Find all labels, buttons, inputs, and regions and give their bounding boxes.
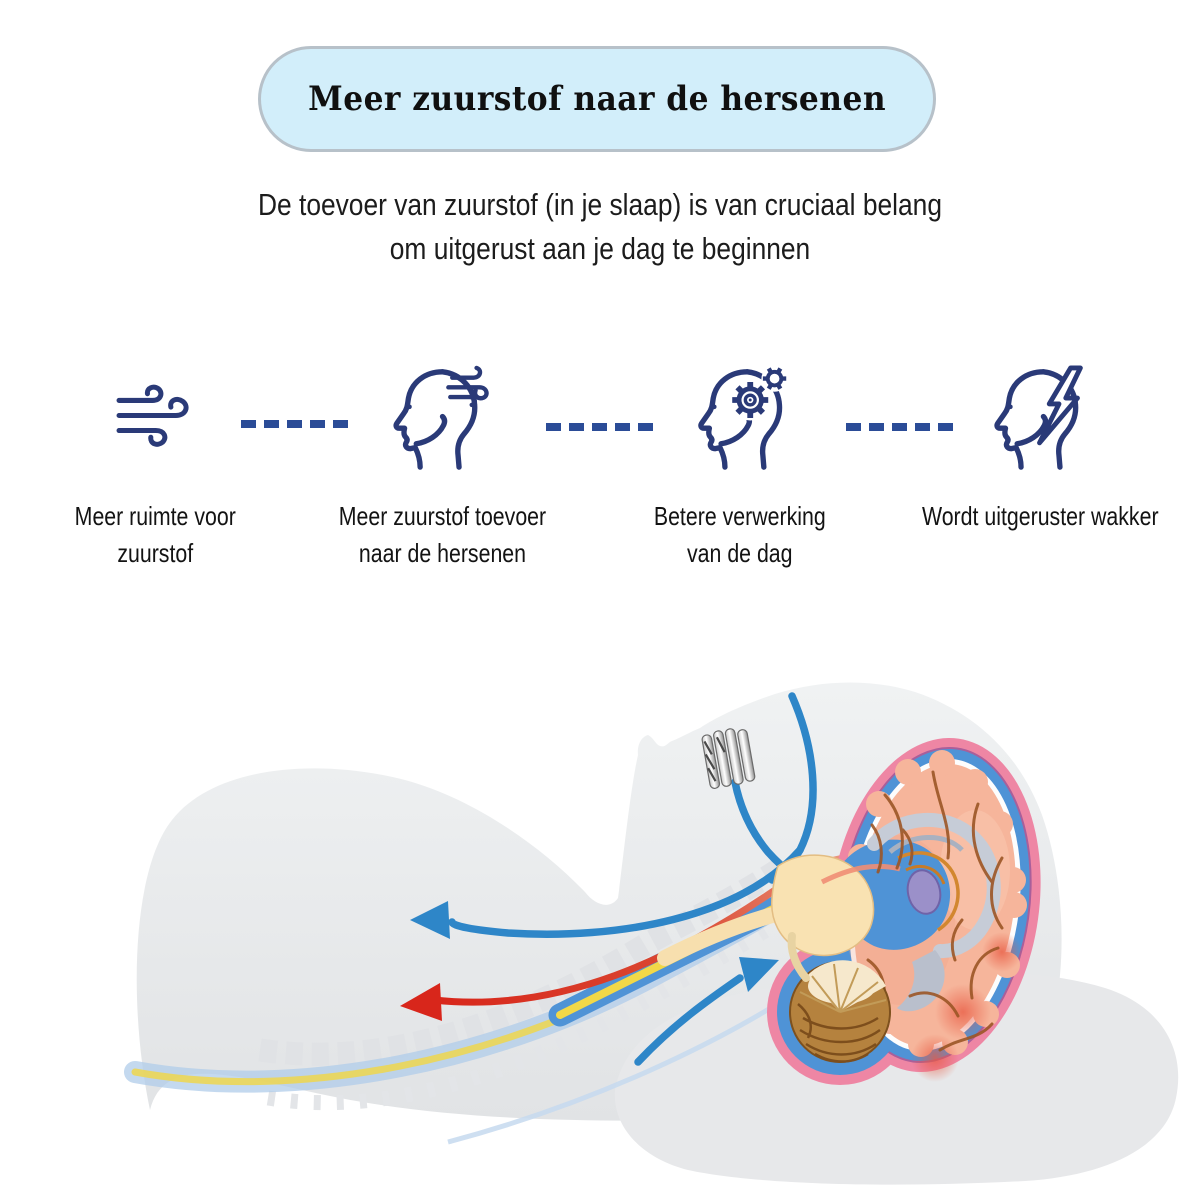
benefit-item-4: Wordt uitgeruster wakker [880, 362, 1200, 535]
subtitle-line-2: om uitgerust aan je dag te beginnen [389, 231, 811, 266]
dash-connector-2 [546, 423, 653, 431]
benefit-item-2: Meer zuurstof toevoer naar de hersenen [310, 362, 575, 572]
benefit-label-2: Meer zuurstof toevoer naar de hersenen [338, 501, 547, 568]
brain-cross-section [657, 738, 1041, 1085]
head-gears-icon [687, 362, 794, 474]
subtitle-line-1: De toevoer van zuurstof (in je slaap) is… [257, 187, 942, 222]
thalamus [906, 869, 942, 915]
inhale-line [634, 974, 744, 1066]
spine-processes [266, 913, 787, 1111]
benefit-label-4: Wordt uitgeruster wakker [921, 501, 1159, 531]
brainstem [771, 854, 875, 957]
title-pill: Meer zuurstof naar de hersenen [258, 46, 936, 152]
exhale-line [448, 846, 804, 938]
page-title: Meer zuurstof naar de hersenen [308, 79, 886, 119]
head-lightning-icon [983, 362, 1098, 474]
red-arrowhead [400, 983, 442, 1021]
sleep-anatomy-illustration [0, 620, 1200, 1200]
corpus-callosum [867, 813, 1001, 959]
dash-connector-3 [846, 423, 953, 431]
dash-connector-1 [241, 420, 348, 428]
pillow [614, 971, 1179, 1185]
inhale-arrowhead [739, 957, 779, 992]
exhale-arrowhead [410, 901, 450, 939]
nasal-dilator-device [701, 728, 756, 789]
benefit-label-1: Meer ruimte voor zuurstof [74, 501, 236, 568]
cerebellum [787, 932, 891, 1063]
head-breath-icon [382, 362, 504, 474]
benefit-item-3: Betere verwerking van de dag [620, 362, 860, 572]
wind-icon [109, 362, 201, 474]
benefit-item-1: Meer ruimte voor zuurstof [40, 362, 270, 572]
subtitle: De toevoer van zuurstof (in je slaap) is… [90, 183, 1110, 271]
benefit-label-3: Betere verwerking van de dag [654, 501, 826, 568]
